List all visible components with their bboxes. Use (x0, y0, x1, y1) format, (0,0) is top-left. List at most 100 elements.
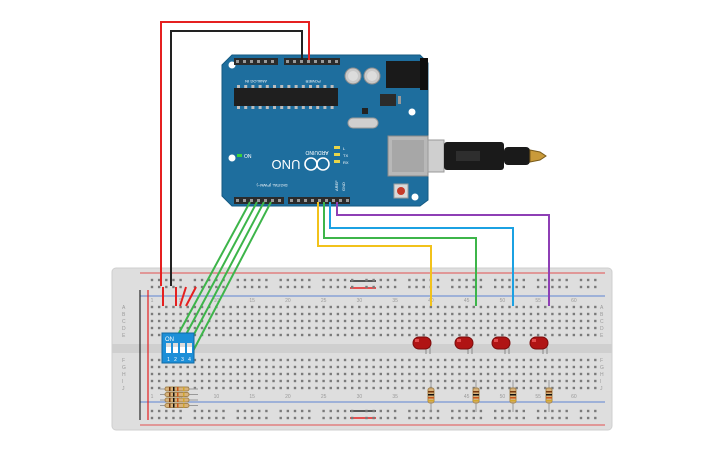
hole (200, 372, 204, 376)
arduino-uno-board[interactable]: ANALOG IN POWER ON UNO ARDUINO (221, 54, 429, 207)
wire-dip-4-green[interactable] (190, 201, 272, 356)
hole (208, 365, 211, 369)
resistor[interactable] (509, 380, 517, 412)
hole (343, 379, 347, 383)
hole (286, 386, 290, 390)
wire-d11-green[interactable] (323, 202, 477, 306)
dip-switch-key[interactable] (180, 343, 185, 353)
hole (486, 312, 490, 316)
tx-label: TX (343, 153, 348, 158)
breadboard[interactable]: 151015202530354045505560 151015202530354… (111, 267, 613, 431)
hole (508, 312, 511, 316)
hole (293, 372, 297, 376)
hole (472, 312, 475, 316)
rail-hole (479, 409, 483, 413)
hole (386, 386, 390, 390)
hole (472, 326, 475, 330)
red-led[interactable] (412, 336, 432, 354)
hole (579, 365, 583, 369)
hole (594, 379, 597, 383)
rail-hole (472, 416, 475, 420)
rail-hole (308, 416, 311, 420)
hole (229, 358, 232, 362)
hole (322, 372, 325, 376)
resistor[interactable] (472, 380, 480, 412)
jumper-red-4[interactable] (185, 286, 197, 307)
hole (157, 312, 161, 316)
hole (243, 333, 247, 337)
hole (594, 372, 597, 376)
rail-hole (300, 416, 304, 420)
hole (315, 365, 318, 369)
rail-hole (565, 409, 568, 413)
hole (222, 372, 225, 376)
wire-d12-yellow[interactable] (317, 202, 432, 306)
red-led[interactable] (454, 336, 474, 354)
hole (208, 379, 211, 383)
usb-cable[interactable] (427, 139, 547, 173)
hole (336, 326, 340, 330)
wire-dip-2-green[interactable] (174, 201, 258, 356)
hole (258, 372, 261, 376)
hole (157, 358, 161, 362)
hole (236, 379, 239, 383)
hole (393, 305, 397, 309)
wire-dip-3-green[interactable] (182, 201, 265, 356)
hole (157, 386, 161, 390)
hole (436, 386, 440, 390)
wire-d9-purple[interactable] (336, 202, 550, 306)
pulldown-resistor[interactable] (160, 403, 198, 408)
dip-switch-key[interactable] (187, 343, 192, 353)
row-letter: E (122, 333, 126, 339)
row-letter: D (600, 326, 604, 332)
hole (443, 326, 447, 330)
hole (365, 365, 368, 369)
hole (215, 319, 218, 323)
rail-hole (494, 409, 497, 413)
rail-hole (365, 416, 368, 420)
hole (401, 319, 404, 323)
dip-switch-key[interactable] (173, 343, 178, 353)
hole (215, 312, 218, 316)
wire-d10-blue[interactable] (329, 202, 514, 306)
dip-switch-key[interactable] (166, 343, 171, 353)
wire-gnd-black[interactable] (170, 30, 303, 286)
pulldown-resistor[interactable] (160, 392, 198, 397)
resistor[interactable] (427, 380, 435, 412)
hole (343, 372, 347, 376)
rail-hole (150, 278, 154, 282)
wire-5v-red[interactable] (160, 21, 310, 286)
rail-hole (458, 416, 461, 420)
header-pin (325, 199, 328, 202)
red-led[interactable] (491, 336, 511, 354)
rail-hole (258, 416, 261, 420)
wire-dip-1-green[interactable] (166, 201, 251, 356)
pulldown-resistor[interactable] (160, 397, 198, 403)
hole (486, 372, 490, 376)
header-pin (304, 199, 307, 202)
rail-hole (351, 409, 354, 413)
hole (279, 358, 282, 362)
column-number: 25 (321, 298, 327, 304)
rail-hole (265, 285, 268, 289)
hole (486, 326, 490, 330)
pulldown-resistor[interactable] (160, 386, 198, 392)
hole (458, 326, 461, 330)
resistor[interactable] (545, 380, 553, 412)
rail-hole (308, 285, 311, 289)
hole (265, 365, 268, 369)
hole (508, 333, 511, 337)
rail-hole (508, 285, 511, 289)
hole (157, 379, 161, 383)
breadboard-center-channel (112, 344, 612, 353)
hole (458, 379, 461, 383)
red-led[interactable] (529, 336, 549, 354)
hole (365, 326, 368, 330)
hole (458, 333, 461, 337)
rail-hole (258, 278, 261, 282)
hole (279, 372, 282, 376)
rail-hole (258, 409, 261, 413)
dc-power-jack[interactable] (386, 61, 426, 88)
jumper-red-3[interactable] (179, 286, 187, 307)
